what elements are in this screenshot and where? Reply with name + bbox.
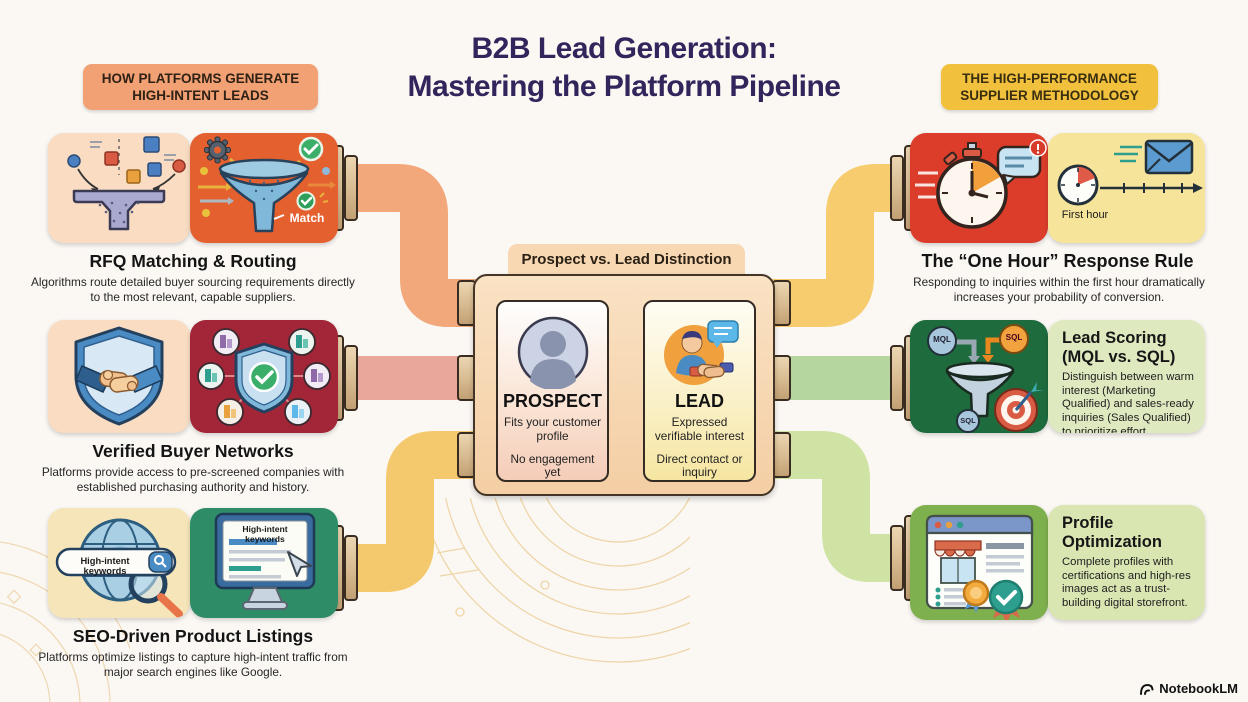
cursor-icon xyxy=(287,551,312,577)
coupling-plate xyxy=(344,535,358,601)
item-title: Profile Optimization xyxy=(1062,514,1162,551)
funnel-sort-icon xyxy=(67,136,186,231)
page-title-line2: Mastering the Platform Pipeline xyxy=(407,70,841,103)
first-hour-timeline-icon xyxy=(1057,139,1203,206)
storefront-browser-icon xyxy=(925,514,1034,620)
prospect-label: PROSPECT xyxy=(502,391,603,411)
center-header-tab: Prospect vs. Lead Distinction xyxy=(508,244,745,278)
item-rfq-matching: Match RFQ Matching & Routing Algorithms … xyxy=(31,133,355,304)
company-node-icons xyxy=(197,328,331,426)
check-circle-icon xyxy=(298,136,324,162)
right-section-badge: THE HIGH-PERFORMANCE SUPPLIER METHODOLOG… xyxy=(941,64,1158,110)
notebooklm-icon xyxy=(1140,683,1154,695)
sql-out-node xyxy=(956,409,980,433)
item-title: SEO-Driven Product Listings xyxy=(72,626,314,646)
storefront-icon xyxy=(934,540,982,584)
first-hour-illustration: First hour xyxy=(1048,133,1205,243)
envelope-icon xyxy=(1114,139,1194,175)
monitor-icon xyxy=(214,512,316,610)
match-check-icon xyxy=(296,191,316,211)
coupling-plate xyxy=(344,155,358,221)
handshake-shield-illustration xyxy=(48,320,190,433)
item-description: Platforms provide access to pre-screened… xyxy=(41,465,345,494)
pipe-seo-to-center xyxy=(352,431,476,592)
prospect-point2: No engagement yet xyxy=(510,451,595,480)
lead-person-icon xyxy=(663,320,739,385)
rfq-sort-illustration xyxy=(48,133,190,243)
profile-text-panel: Profile Optimization Complete profiles w… xyxy=(1048,505,1205,620)
check-ribbon-icon xyxy=(988,579,1024,620)
sql-node xyxy=(999,324,1029,354)
verified-network-icon xyxy=(197,328,331,426)
circuit-arcs-center xyxy=(420,498,690,663)
profile-illustration xyxy=(910,505,1048,620)
sql-in-label: SQL xyxy=(1005,333,1023,342)
page-title: B2B Lead Generation: Mastering the Platf… xyxy=(324,30,924,106)
page-title-line1: B2B Lead Generation: xyxy=(471,32,777,65)
item-description: Platforms optimize listings to capture h… xyxy=(38,650,348,679)
prospect-lead-card: PROSPECT Fits your customer profile No e… xyxy=(473,274,775,496)
buyer-network-illustration xyxy=(190,320,338,433)
circuit-arcs-corner xyxy=(0,541,130,702)
globe-search-icon xyxy=(55,518,183,618)
match-label: Match xyxy=(289,211,325,225)
lead-scoring-illustration: MQL SQL SQL xyxy=(910,320,1048,433)
target-icon xyxy=(994,382,1044,432)
item-description: Algorithms route detailed buyer sourcing… xyxy=(31,275,355,304)
item-description: Responding to inquiries within the first… xyxy=(913,275,1205,304)
avatar-icon xyxy=(517,316,588,389)
mql-label: MQL xyxy=(933,335,951,344)
left-section-badge: HOW PLATFORMS GENERATE HIGH-INTENT LEADS xyxy=(83,64,318,110)
match-funnel-icon xyxy=(198,136,336,233)
item-seo-listings: High-intent keywords High-intent keyword… xyxy=(38,508,348,679)
pipe-center-to-profile xyxy=(772,431,900,582)
search-bar-label: High-intent keywords xyxy=(80,556,130,576)
lead-point2: Direct contact or inquiry xyxy=(656,451,743,480)
clock-icon xyxy=(1057,164,1099,206)
notification-bubble-icon xyxy=(996,139,1047,186)
seo-search-illustration: High-intent keywords xyxy=(48,508,190,618)
gear-icon xyxy=(204,136,231,164)
pipe-rfq-to-center xyxy=(352,164,476,327)
handshake-shield-icon xyxy=(74,326,164,426)
scoring-funnel-icon xyxy=(927,324,1044,433)
watermark: NotebookLM xyxy=(1139,681,1238,696)
item-profile-optimization: Profile Optimization Complete profiles w… xyxy=(910,505,1205,620)
item-lead-scoring: MQL SQL SQL Lead Scoring (MQL vs. SQL) D… xyxy=(910,320,1205,433)
coupling-plate xyxy=(890,155,904,221)
item-title: Verified Buyer Networks xyxy=(92,441,294,461)
watermark-text: NotebookLM xyxy=(1159,681,1238,696)
item-description: Distinguish between warm interest (Marke… xyxy=(1062,371,1194,433)
item-title: Lead Scoring (MQL vs. SQL) xyxy=(1062,329,1176,366)
lead-point1: Expressed verifiable interest xyxy=(654,415,745,443)
item-one-hour-rule: First hour The “One Hour” Response Rule … xyxy=(910,133,1205,304)
lead-card: LEAD Expressed verifiable interest Direc… xyxy=(643,300,756,482)
item-title: RFQ Matching & Routing xyxy=(89,251,297,271)
rfq-match-illustration: Match xyxy=(190,133,338,243)
speech-bubble-icon xyxy=(706,320,739,348)
stopwatch-icon xyxy=(915,139,1047,229)
award-ribbon-icon xyxy=(962,579,990,613)
verified-shield-icon xyxy=(234,342,294,414)
handshake-icon xyxy=(689,362,733,379)
item-description: Complete profiles with certifications an… xyxy=(1062,556,1191,610)
screen-keywords-label: High-intent keywords xyxy=(242,524,288,544)
lead-label: LEAD xyxy=(675,391,724,411)
coupling-plate xyxy=(890,525,904,591)
first-hour-label: First hour xyxy=(1061,209,1109,221)
coupling-plate xyxy=(890,345,904,411)
pipe-center-to-onehour xyxy=(772,164,900,327)
mql-node xyxy=(927,326,957,356)
sql-out-label: SQL xyxy=(960,416,976,425)
seo-listing-illustration: High-intent keywords xyxy=(190,508,338,618)
handshake-icon xyxy=(75,365,163,393)
stopwatch-illustration xyxy=(910,133,1048,243)
item-verified-buyers: Verified Buyer Networks Platforms provid… xyxy=(42,320,344,494)
item-title: The “One Hour” Response Rule xyxy=(921,251,1194,271)
prospect-point1: Fits your customer profile xyxy=(503,415,602,443)
coupling-plate xyxy=(344,345,358,411)
prospect-card: PROSPECT Fits your customer profile No e… xyxy=(496,300,609,482)
lead-scoring-text-panel: Lead Scoring (MQL vs. SQL) Distinguish b… xyxy=(1048,320,1205,433)
